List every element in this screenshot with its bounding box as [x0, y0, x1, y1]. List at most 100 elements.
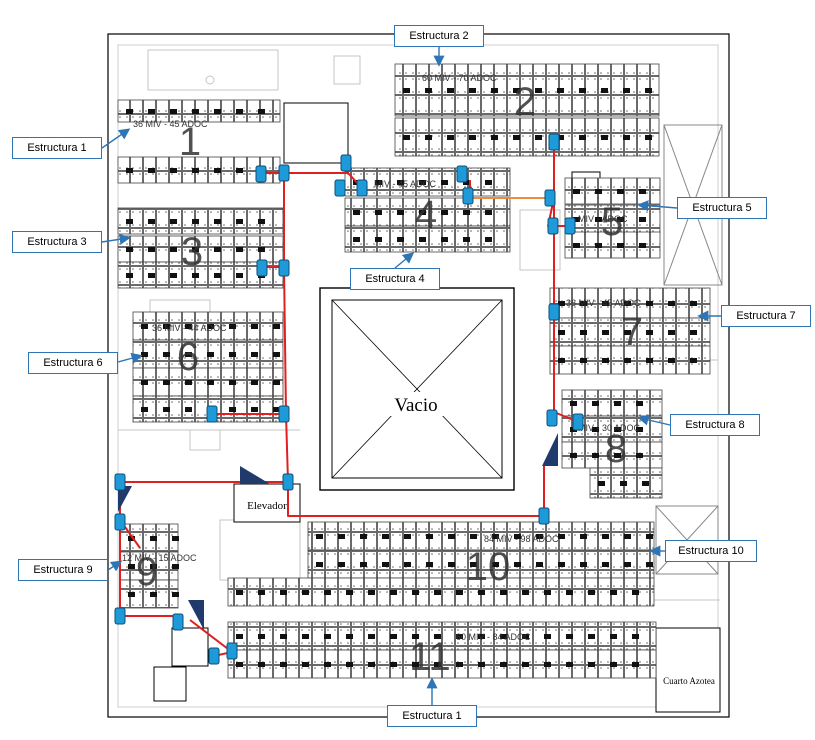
pv-panel-row	[394, 63, 660, 117]
junction-box	[580, 534, 587, 539]
callout-arrows	[101, 47, 721, 705]
junction-box	[368, 662, 375, 667]
structure-number: 6	[177, 335, 199, 379]
junction-box	[236, 109, 243, 114]
junction-box	[514, 562, 521, 567]
junction-box	[148, 168, 155, 173]
junction-box	[579, 88, 586, 93]
junction-box	[426, 534, 433, 539]
junction-box	[251, 324, 258, 329]
junction-box	[412, 634, 419, 639]
junction-box	[141, 324, 148, 329]
structure-spec: 60 MIV - 70 ADOC	[422, 73, 497, 83]
junction-box	[492, 534, 499, 539]
junction-box	[646, 358, 653, 363]
junction-box	[207, 324, 214, 329]
junction-box	[668, 301, 675, 306]
junction-box	[573, 217, 580, 222]
callout-arrow	[101, 233, 131, 245]
junction-box	[623, 135, 630, 140]
junction-box	[280, 634, 287, 639]
junction-box	[229, 380, 236, 385]
junction-box	[491, 88, 498, 93]
pv-panel-row	[561, 441, 663, 469]
junction-box	[642, 481, 649, 486]
cable-connector	[114, 473, 126, 491]
junction-box	[170, 109, 177, 114]
junction-box	[192, 273, 199, 278]
junction-box	[390, 590, 397, 595]
junction-box	[580, 562, 587, 567]
junction-box	[150, 592, 157, 597]
callout-estructura-1-bottom: Estructura 1	[387, 705, 477, 727]
junction-box	[251, 407, 258, 412]
cable-connector	[538, 507, 550, 525]
junction-box	[148, 109, 155, 114]
junction-box	[141, 352, 148, 357]
callout-estructura-9: Estructura 9	[18, 559, 108, 581]
structure-number: 8	[605, 427, 627, 471]
corner-block	[153, 666, 187, 702]
junction-box	[570, 453, 577, 458]
junction-box	[441, 210, 448, 215]
junction-box	[397, 180, 404, 185]
junction-box	[434, 662, 441, 667]
junction-box	[566, 634, 573, 639]
structure-spec: 60 MIV - 84 ADOC	[456, 632, 531, 642]
junction-box	[566, 662, 573, 667]
junction-box	[636, 401, 643, 406]
pv-panel-row	[117, 261, 284, 289]
void-label: Vacio	[394, 395, 437, 416]
junction-box	[126, 247, 133, 252]
cable-connector	[256, 259, 268, 277]
junction-box	[668, 330, 675, 335]
structure-spec: 36 MIV - 45 ADOC	[566, 298, 641, 308]
junction-box	[368, 634, 375, 639]
cable-connector	[462, 187, 474, 205]
junction-box	[558, 358, 565, 363]
junction-box	[404, 534, 411, 539]
junction-box	[425, 88, 432, 93]
junction-box	[492, 562, 499, 567]
callout-estructura-4: Estructura 4	[350, 268, 440, 290]
junction-box	[522, 662, 529, 667]
junction-box	[557, 135, 564, 140]
junction-box	[463, 210, 470, 215]
junction-box	[566, 590, 573, 595]
junction-box	[258, 590, 265, 595]
junction-box	[601, 88, 608, 93]
combiner-triangle	[240, 466, 270, 484]
pv-array-e7: 736 MIV - 45 ADOC	[549, 287, 711, 375]
junction-box	[412, 662, 419, 667]
junction-box	[617, 189, 624, 194]
junction-box	[214, 247, 221, 252]
junction-box	[646, 330, 653, 335]
junction-box	[229, 352, 236, 357]
junction-box	[214, 219, 221, 224]
junction-box	[368, 590, 375, 595]
junction-box	[236, 219, 243, 224]
callout-estructura-7: Estructura 7	[721, 305, 811, 327]
cable-connector	[172, 613, 184, 631]
junction-box	[273, 324, 280, 329]
cable-connector	[208, 647, 220, 665]
junction-box	[426, 562, 433, 567]
junction-box	[302, 634, 309, 639]
junction-box	[456, 662, 463, 667]
junction-box	[251, 380, 258, 385]
junction-box	[588, 634, 595, 639]
junction-box	[236, 590, 243, 595]
junction-box	[403, 135, 410, 140]
structure-spec: MIV - ADOC	[578, 214, 628, 224]
cable-connector	[226, 642, 238, 660]
junction-box	[632, 590, 639, 595]
junction-box	[535, 135, 542, 140]
junction-box	[419, 210, 426, 215]
junction-box	[632, 634, 639, 639]
junction-box	[236, 247, 243, 252]
junction-box	[522, 590, 529, 595]
